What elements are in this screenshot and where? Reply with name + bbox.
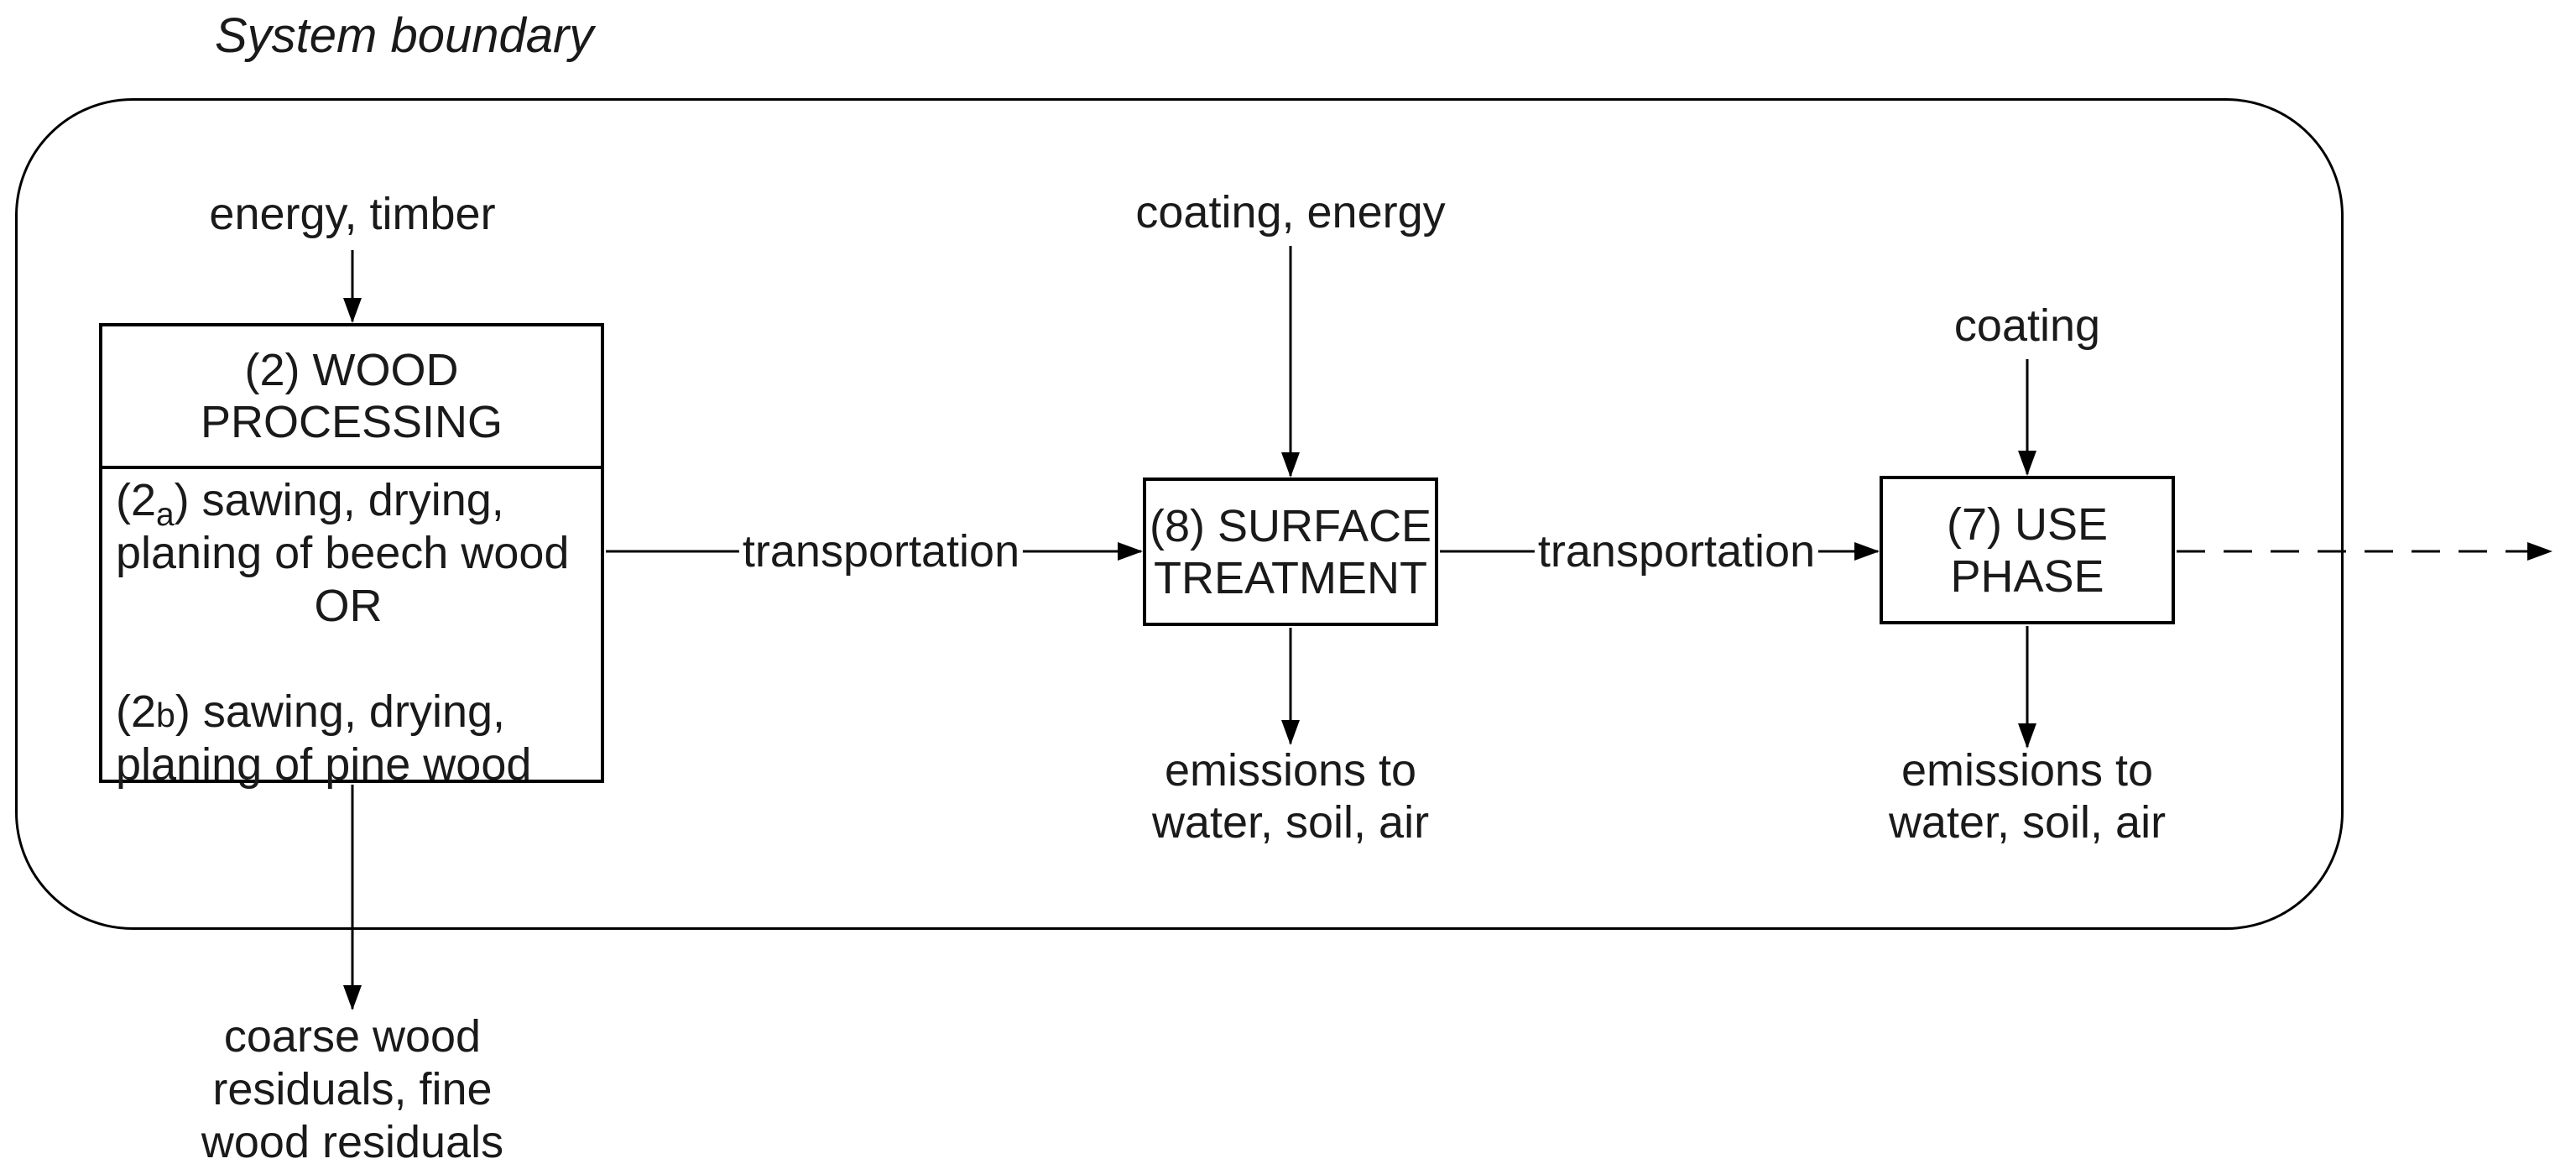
emissions-surface-line1: emissions to [1164,745,1417,796]
use-phase-title-line1: (7) USE [1946,498,2109,550]
option-a-line2: planing of beech wood [116,528,570,578]
option-a-subscript: a [156,496,175,533]
coating-label: coating [1953,300,2101,351]
emissions-use-line1: emissions to [1901,745,2154,796]
surface-treatment-box: (8) SURFACE TREATMENT [1143,478,1438,626]
coating-energy-label: coating, energy [1135,187,1446,237]
wood-processing-box: (2) WOOD PROCESSING (2a) sawing, drying,… [99,323,604,790]
wood-residuals-label: coarse wood residuals, fine wood residua… [201,1010,503,1169]
wood-processing-title-line1: (2) WOOD [244,345,459,395]
transportation-label-1: transportation [738,525,1024,577]
emissions-use-line2: water, soil, air [1888,797,2167,848]
system-boundary-outline [15,98,2344,930]
options-gap [116,633,594,686]
wood-processing-options: (2a) sawing, drying, planing of beech wo… [102,469,601,791]
wood-residuals-line2: residuals, fine [212,1064,493,1114]
transportation-label-2: transportation [1534,525,1819,577]
option-a-line1: (2a) sawing, drying, [116,475,504,533]
use-phase-title-line2: PHASE [1950,551,2104,602]
wood-processing-title-line2: PROCESSING [200,397,503,447]
surface-treatment-title-line1: (8) SURFACE [1149,500,1432,551]
option-b-line1: (2b) sawing, drying, [116,686,506,737]
use-phase-box: (7) USE PHASE [1880,476,2175,624]
option-b-subscript: b [156,696,175,734]
diagram-title: System boundary [215,8,594,63]
energy-timber-label: energy, timber [209,189,496,239]
or-label: OR [314,581,383,631]
wood-processing-title: (2) WOOD PROCESSING [102,326,601,469]
surface-treatment-title-line2: TREATMENT [1154,552,1427,603]
emissions-label-use: emissions to water, soil, air [1889,744,2166,848]
emissions-surface-line2: water, soil, air [1151,797,1430,848]
emissions-label-surface: emissions to water, soil, air [1152,744,1429,848]
option-b-line2: planing of pine wood [116,739,532,790]
wood-residuals-line1: coarse wood [223,1011,482,1062]
wood-residuals-line3: wood residuals [201,1117,504,1167]
